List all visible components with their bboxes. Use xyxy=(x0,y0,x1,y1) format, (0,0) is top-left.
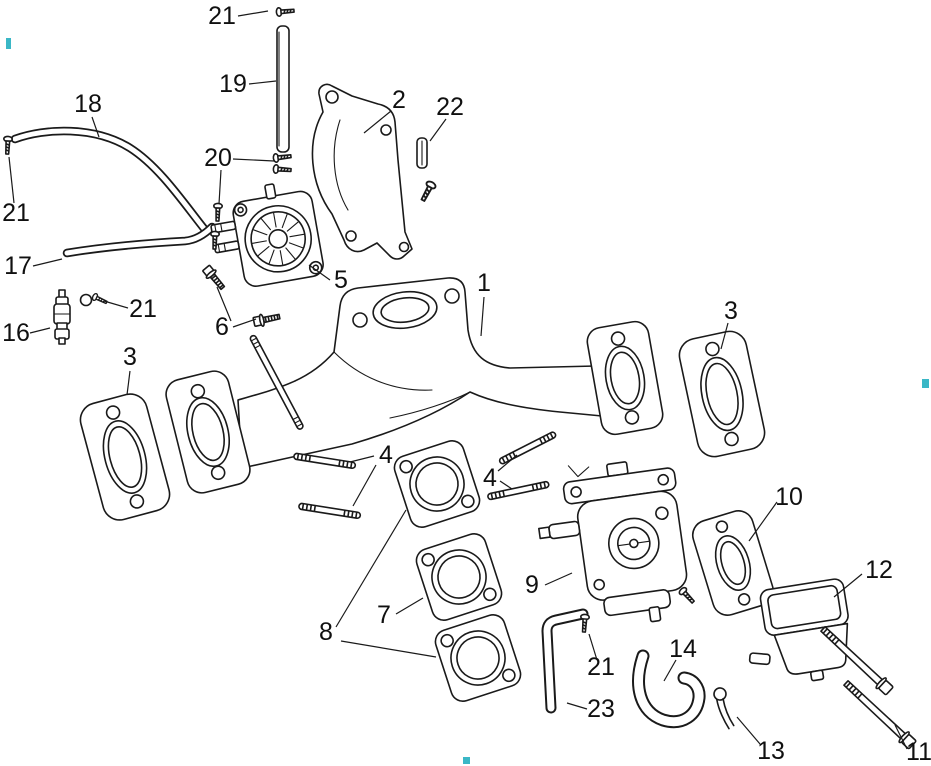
part-13-cotter-pin xyxy=(713,687,735,730)
part-21-clamp-screw xyxy=(79,292,109,307)
callout-21-left: 21 xyxy=(2,199,30,227)
part-4-stud xyxy=(297,502,362,520)
callout-9: 9 xyxy=(525,571,539,599)
part-8-gasket-top xyxy=(390,436,484,532)
part-21-screw-carb xyxy=(578,613,591,634)
part-16-fuel-valve xyxy=(53,289,71,345)
leader-lines xyxy=(8,10,908,750)
callout-19: 19 xyxy=(219,70,247,98)
part-3-gasket-right xyxy=(675,327,769,461)
part-6-bolt xyxy=(251,309,282,329)
part-12-float-chamber xyxy=(748,578,849,682)
part-3-gasket-left xyxy=(75,389,175,525)
callout-12: 12 xyxy=(865,556,893,584)
callout-14: 14 xyxy=(669,635,697,663)
part-14-curved-pipe xyxy=(632,649,706,728)
part-22-clip xyxy=(416,137,428,169)
callout-8: 8 xyxy=(319,618,333,646)
part-7-insulator xyxy=(412,529,506,625)
part-19-tube xyxy=(276,25,290,153)
part-8-gasket-bottom xyxy=(431,610,525,706)
callout-5: 5 xyxy=(334,266,348,294)
callout-3-left: 3 xyxy=(123,343,137,371)
part-18-hose-long xyxy=(10,126,211,236)
callout-4-right: 4 xyxy=(483,464,497,492)
part-20-screw xyxy=(272,163,293,176)
callout-6: 6 xyxy=(215,313,229,341)
callout-23: 23 xyxy=(587,695,615,723)
callout-4-left: 4 xyxy=(379,441,393,469)
callout-3-right: 3 xyxy=(724,297,738,325)
part-23-bent-tube xyxy=(541,608,589,714)
callout-22: 22 xyxy=(436,93,464,121)
part-21-screw-left xyxy=(2,135,14,155)
callout-18: 18 xyxy=(74,90,102,118)
callout-20: 20 xyxy=(204,144,232,172)
callout-2: 2 xyxy=(392,86,406,114)
part-4-stud-diagonal xyxy=(249,334,304,430)
callout-16: 16 xyxy=(2,319,30,347)
scan-artifact-marks xyxy=(6,38,929,764)
part-6-bolt xyxy=(200,263,229,293)
callout-21-carb: 21 xyxy=(587,653,615,681)
part-9-carburetor xyxy=(538,461,698,623)
part-15-screw xyxy=(417,179,438,204)
part-2-bracket xyxy=(311,83,413,260)
callout-11: 11 xyxy=(906,738,931,766)
callout-10: 10 xyxy=(775,483,803,511)
callout-17: 17 xyxy=(4,252,32,280)
callout-1: 1 xyxy=(477,269,491,297)
part-4-stud xyxy=(497,430,558,466)
part-20-screw xyxy=(212,202,224,222)
part-4-stud xyxy=(292,452,357,470)
part-20-screw xyxy=(272,151,293,164)
part-1-intake-manifold xyxy=(165,277,664,494)
part-21-screw-top xyxy=(275,5,296,18)
callout-7: 7 xyxy=(377,601,391,629)
callout-21-mid: 21 xyxy=(129,295,157,323)
callout-21-top: 21 xyxy=(208,2,236,30)
part-17-hose-short xyxy=(62,222,217,258)
part-5-fuel-pump xyxy=(210,183,324,288)
callout-13: 13 xyxy=(757,737,785,765)
